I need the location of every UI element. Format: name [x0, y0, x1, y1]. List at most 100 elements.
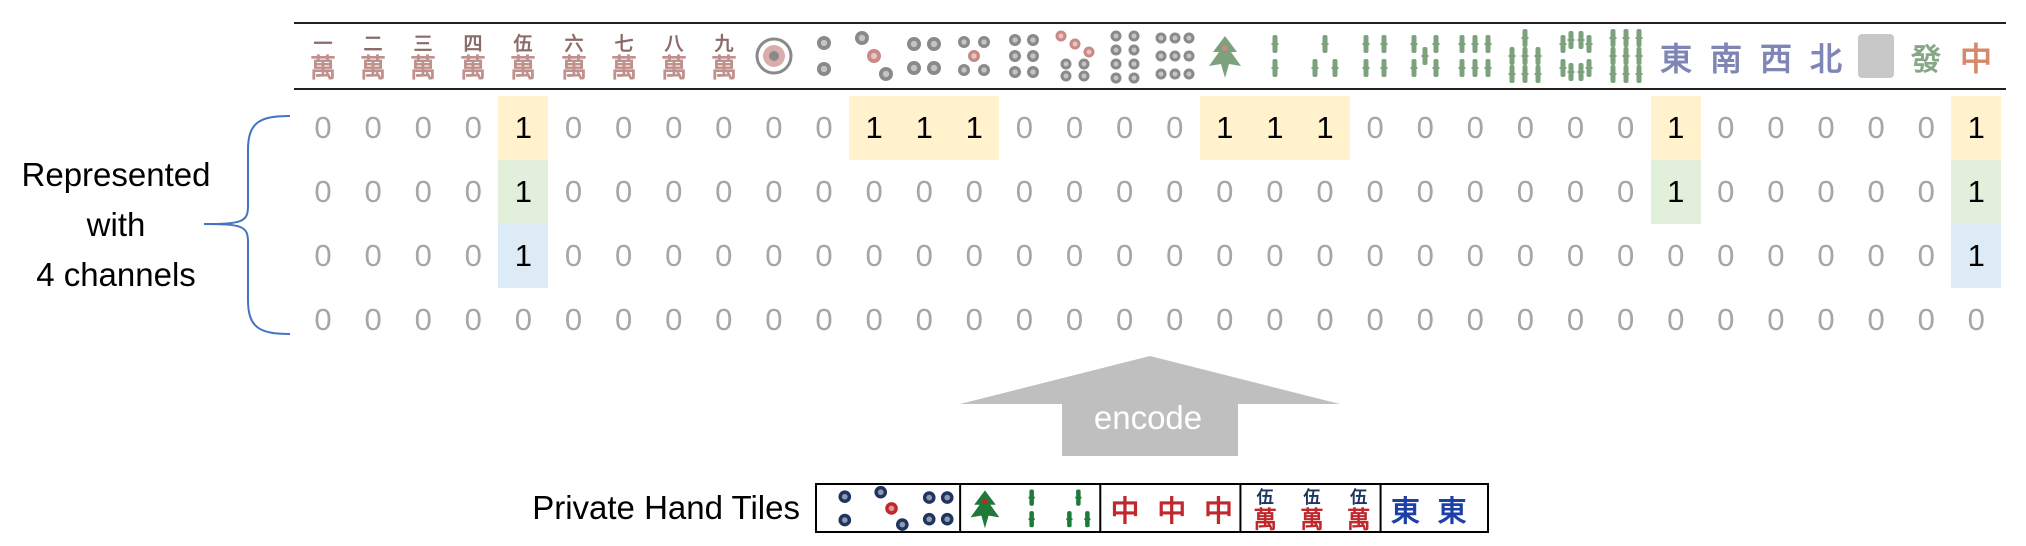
- matrix-cell: 1: [1316, 110, 1334, 145]
- svg-text:東: 東: [1438, 494, 1467, 528]
- matrix-cell: 0: [1817, 110, 1835, 145]
- svg-text:六: 六: [564, 32, 583, 55]
- matrix-cell: 0: [564, 110, 583, 145]
- matrix-cell: 0: [1566, 302, 1585, 337]
- svg-text:萬: 萬: [611, 54, 637, 84]
- one-bamboo-bird-tile-icon: [970, 490, 1000, 529]
- matrix-cell: 0: [1667, 238, 1685, 273]
- svg-text:一: 一: [313, 33, 332, 55]
- matrix-cell: 0: [1115, 302, 1134, 337]
- matrix-cell: 0: [1366, 110, 1384, 145]
- svg-text:萬: 萬: [310, 54, 336, 84]
- matrix-cell: 1: [965, 110, 983, 145]
- matrix-cell: 0: [1867, 110, 1885, 145]
- svg-text:發: 發: [1910, 43, 1941, 78]
- matrix-cell: 1: [1667, 174, 1685, 209]
- matrix-cell: 0: [1817, 238, 1835, 273]
- west-wind-tile-icon: 西: [1754, 30, 1798, 82]
- svg-text:中: 中: [1960, 40, 1992, 78]
- matrix-cell: 0: [1466, 238, 1484, 273]
- matrix-cell: 0: [414, 302, 432, 337]
- matrix-cell: 0: [1416, 302, 1434, 337]
- matrix-cell: 0: [1316, 238, 1334, 273]
- matrix-cell: 0: [364, 174, 382, 209]
- east-wind-tile-icon: 東: [1438, 494, 1467, 528]
- three-dot-tile-icon: [852, 30, 896, 82]
- matrix-cell: 0: [1867, 238, 1885, 273]
- eight-bamboo-tile-icon: [1554, 30, 1598, 82]
- svg-text:萬: 萬: [1300, 505, 1323, 533]
- matrix-cell: 0: [314, 174, 332, 209]
- five-dot-tile-icon: [952, 30, 996, 82]
- svg-text:萬: 萬: [711, 54, 737, 84]
- five-character-tile-icon: 伍萬: [1347, 487, 1370, 533]
- matrix-cell: 0: [765, 110, 783, 145]
- cell-highlight: [1951, 224, 2002, 288]
- svg-text:東: 東: [1660, 40, 1692, 78]
- matrix-cell: 1: [1967, 110, 1985, 145]
- matrix-cell: 0: [364, 302, 382, 337]
- seven-bamboo-tile-icon: [1503, 29, 1547, 83]
- matrix-cell: 0: [665, 174, 683, 209]
- matrix-cell: 0: [765, 302, 783, 337]
- six-bamboo-tile-icon: [1453, 30, 1497, 82]
- matrix-cell: 0: [1015, 110, 1034, 145]
- red-dragon-tile-icon: 中: [1111, 494, 1140, 528]
- matrix-cell: 1: [1266, 110, 1284, 145]
- matrix-cell: 0: [314, 302, 332, 337]
- north-wind-tile-icon: 北: [1804, 30, 1848, 82]
- one-character-tile-icon: 一萬: [301, 30, 345, 84]
- svg-text:萬: 萬: [661, 54, 687, 84]
- five-character-tile-icon: 伍萬: [1300, 487, 1323, 533]
- four-bamboo-tile-icon: [1353, 30, 1397, 82]
- private-hand-label: Private Hand Tiles: [532, 489, 800, 526]
- matrix-cell: 0: [1416, 110, 1434, 145]
- matrix-cell: 0: [1817, 174, 1835, 209]
- two-character-tile-icon: 二萬: [351, 30, 395, 84]
- matrix-cell: 0: [464, 110, 482, 145]
- svg-text:伍: 伍: [1349, 487, 1367, 508]
- svg-text:萬: 萬: [560, 54, 586, 84]
- matrix-cell: 0: [514, 302, 533, 337]
- matrix-cell: 0: [1667, 302, 1685, 337]
- matrix-cell: 0: [1316, 174, 1334, 209]
- svg-text:萬: 萬: [410, 54, 436, 84]
- six-dot-tile-icon: [1002, 30, 1046, 82]
- four-character-tile-icon: 四萬: [451, 30, 495, 84]
- matrix-cell: 0: [1717, 110, 1735, 145]
- green-dragon-tile-icon: 發: [1904, 30, 1948, 82]
- private-hand-tiles: 中中中伍萬伍萬伍萬東東: [815, 483, 1489, 533]
- cell-highlight: [498, 160, 549, 224]
- channel-label-line: 4 channels: [36, 256, 196, 293]
- three-character-tile-icon: 三萬: [401, 30, 445, 84]
- matrix-cell: 0: [564, 238, 583, 273]
- south-wind-tile-icon: 南: [1704, 30, 1748, 82]
- matrix-cell: 0: [1616, 110, 1635, 145]
- matrix-cell: 0: [614, 110, 633, 145]
- matrix-cell: 0: [1767, 238, 1785, 273]
- svg-text:中: 中: [1111, 494, 1140, 528]
- matrix-cell: 0: [364, 110, 382, 145]
- red-dragon-tile-icon: 中: [1954, 30, 1998, 82]
- channel-label-line: with: [86, 206, 146, 243]
- four-dot-tile-icon: [922, 491, 954, 526]
- matrix-cell: 0: [1516, 302, 1535, 337]
- eight-dot-tile-icon: [1103, 30, 1147, 84]
- matrix-cell: 0: [464, 174, 482, 209]
- matrix-cell: 0: [1115, 174, 1134, 209]
- matrix-cell: 0: [915, 174, 933, 209]
- cell-highlight: [1951, 160, 2002, 224]
- matrix-cell: 0: [1316, 302, 1334, 337]
- svg-text:三: 三: [414, 33, 433, 55]
- cell-highlight: [1650, 160, 1701, 224]
- matrix-cell: 0: [1416, 238, 1434, 273]
- matrix-cell: 0: [1566, 238, 1585, 273]
- matrix-cell: 0: [614, 174, 633, 209]
- two-bamboo-tile-icon: [1028, 489, 1035, 528]
- matrix-cell: 0: [865, 302, 883, 337]
- svg-text:北: 北: [1810, 40, 1842, 78]
- matrix-cell: 0: [1366, 302, 1384, 337]
- matrix-cell: 0: [1266, 174, 1284, 209]
- one-dot-tile-icon: [752, 30, 796, 82]
- channel-brace: [203, 115, 291, 335]
